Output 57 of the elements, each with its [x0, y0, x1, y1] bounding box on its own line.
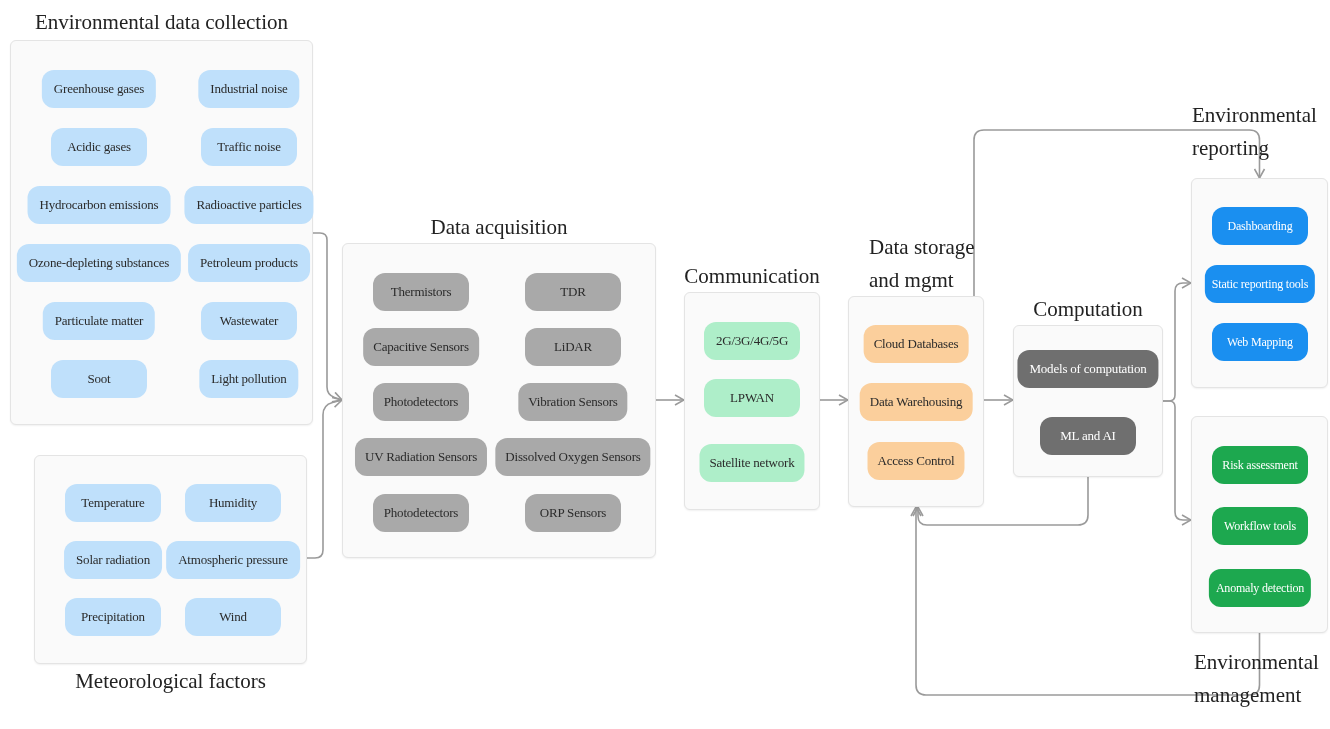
item-pill: Photodetectors — [373, 494, 469, 532]
item-pill: Precipitation — [65, 598, 161, 636]
item-pill: Vibration Sensors — [518, 383, 628, 421]
arrow — [983, 394, 1014, 406]
panel-heading: Data storage and mgmt — [869, 234, 976, 294]
item-pill: Temperature — [65, 484, 161, 522]
panel-heading: Meteorological factors — [75, 668, 266, 695]
item-pill: Ozone-depleting substances — [16, 244, 182, 282]
panel-heading: Environmental data collection — [34, 9, 289, 36]
item-pill: Thermistors — [373, 273, 469, 311]
item-pill: Light pollution — [199, 360, 299, 398]
item-pill: Satellite network — [699, 444, 805, 482]
panel-heading: Environmental reporting — [1192, 102, 1318, 162]
item-pill: Dashboarding — [1212, 207, 1308, 245]
panel-heading: Data acquisition — [430, 214, 568, 241]
item-pill: ML and AI — [1040, 417, 1136, 455]
item-pill: Static reporting tools — [1204, 265, 1316, 303]
arrow — [973, 129, 1266, 297]
item-pill: Photodetectors — [373, 383, 469, 421]
item-pill: Solar radiation — [64, 541, 162, 579]
item-pill: LPWAN — [704, 379, 800, 417]
item-pill: 2G/3G/4G/5G — [704, 322, 800, 360]
arrow — [912, 476, 1089, 526]
item-pill: Radioactive particles — [184, 186, 314, 224]
item-pill: Web Mapping — [1212, 323, 1308, 361]
item-pill: LiDAR — [525, 328, 621, 366]
panel-heading: Communication — [684, 263, 820, 290]
arrow — [1162, 400, 1192, 526]
item-pill: Workflow tools — [1212, 507, 1308, 545]
item-pill: Greenhouse gases — [41, 70, 157, 108]
item-pill: Humidity — [185, 484, 281, 522]
arrow — [655, 394, 685, 406]
item-pill: Risk assessment — [1212, 446, 1308, 484]
item-pill: Wastewater — [201, 302, 297, 340]
panel-heading: Computation — [1033, 296, 1143, 323]
item-pill: Data Warehousing — [859, 383, 973, 421]
arrow — [819, 394, 849, 406]
item-pill: TDR — [525, 273, 621, 311]
item-pill: Particulate matter — [42, 302, 156, 340]
panel-heading: Environmental management — [1194, 649, 1320, 709]
item-pill: Dissolved Oxygen Sensors — [495, 438, 651, 476]
item-pill: Petroleum products — [188, 244, 310, 282]
item-pill: Anomaly detection — [1208, 569, 1312, 607]
item-pill: Atmospheric pressure — [166, 541, 300, 579]
item-pill: ORP Sensors — [525, 494, 621, 532]
item-pill: Models of computation — [1017, 350, 1159, 388]
arrow — [910, 506, 1261, 696]
item-pill: Traffic noise — [201, 128, 297, 166]
item-pill: Capacitive Sensors — [363, 328, 479, 366]
item-pill: Hydrocarbon emissions — [27, 186, 171, 224]
item-pill: Wind — [185, 598, 281, 636]
item-pill: UV Radiation Sensors — [355, 438, 487, 476]
item-pill: Industrial noise — [198, 70, 300, 108]
item-pill: Access Control — [867, 442, 965, 480]
item-pill: Cloud Databases — [863, 325, 969, 363]
item-pill: Soot — [51, 360, 147, 398]
item-pill: Acidic gases — [51, 128, 147, 166]
